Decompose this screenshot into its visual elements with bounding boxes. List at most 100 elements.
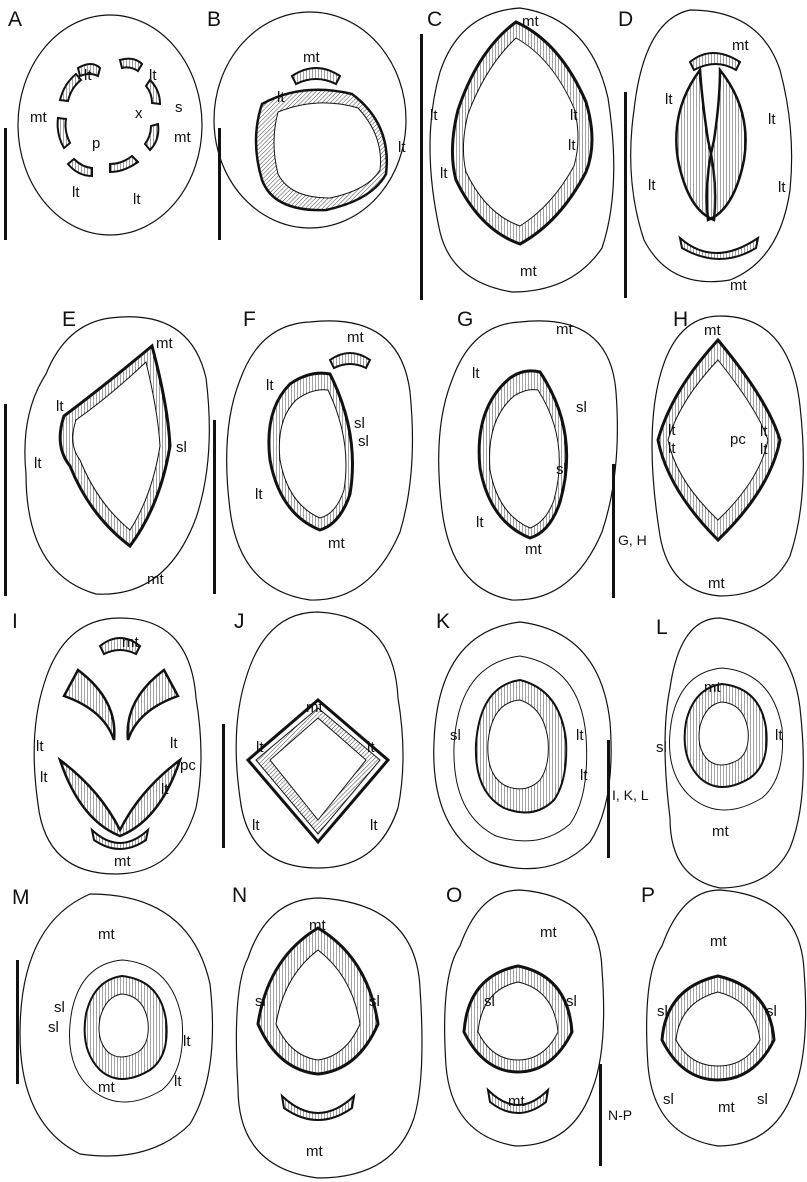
label-l-3: mt	[712, 823, 729, 840]
label-a-4: mt	[30, 109, 47, 126]
label-i-2: lt	[170, 735, 178, 752]
panel-letter-j: J	[234, 610, 245, 633]
bundle-right	[707, 70, 746, 220]
panel-letter-o: O	[446, 884, 462, 907]
scale-bar	[624, 92, 627, 298]
label-e-4: mt	[147, 571, 164, 588]
label-n-1: sl	[255, 993, 266, 1010]
label-i-3: lt	[40, 769, 48, 786]
label-f-1: lt	[266, 377, 274, 394]
label-c-3: lt	[570, 107, 578, 124]
panel-j: J mt lt lt lt lt	[222, 610, 403, 868]
label-o-0: mt	[540, 924, 557, 941]
panel-l: L I, K, L mt sl lt mt	[607, 616, 803, 888]
panel-h: H G, H mt lt lt pc lt lt mt	[612, 308, 803, 598]
scale-bar	[218, 128, 221, 240]
scale-bar	[4, 128, 7, 240]
label-i-0: mt	[122, 634, 139, 651]
bundle-lower	[60, 760, 180, 836]
label-a-7: lt	[72, 184, 80, 201]
lumen	[699, 702, 748, 765]
label-g-5: mt	[525, 541, 542, 558]
label-j-2: lt	[367, 739, 375, 756]
lumen	[274, 103, 381, 198]
panel-letter-k: K	[436, 610, 450, 633]
panel-letter-m: M	[12, 886, 30, 909]
label-h-6: mt	[708, 575, 725, 592]
label-h-5: lt	[760, 441, 768, 458]
label-c-2: lt	[440, 165, 448, 182]
scale-label-ikl: I, K, L	[612, 787, 649, 803]
panel-letter-f: F	[243, 308, 256, 331]
label-l-0: mt	[704, 679, 721, 696]
label-f-2: sl	[354, 415, 365, 432]
label-b-2: lt	[398, 139, 406, 156]
panel-letter-c: C	[427, 8, 442, 31]
label-j-3: lt	[252, 817, 260, 834]
label-a-2: s	[175, 99, 183, 116]
label-j-4: lt	[370, 817, 378, 834]
label-e-2: lt	[34, 455, 42, 472]
bundle-mt-bottom	[282, 1096, 354, 1120]
label-k-1: lt	[576, 727, 584, 744]
label-e-1: lt	[56, 398, 64, 415]
lumen	[99, 994, 148, 1057]
panel-letter-e: E	[62, 308, 76, 331]
bundle-upper-left	[64, 670, 114, 740]
bundle-ring	[58, 59, 160, 176]
scale-bar-np	[599, 1064, 602, 1166]
panel-d: D mt lt lt lt lt mt	[618, 8, 792, 298]
label-f-4: lt	[255, 486, 263, 503]
panel-f: F mt lt sl sl lt mt	[213, 308, 412, 600]
label-a-0: lt	[84, 67, 92, 84]
scale-bar	[16, 960, 19, 1084]
panel-letter-n: N	[232, 884, 247, 907]
label-a-3: x	[135, 105, 143, 122]
label-i-6: mt	[114, 853, 131, 870]
label-g-2: sl	[576, 399, 587, 416]
label-d-3: lt	[648, 177, 656, 194]
label-d-4: lt	[778, 179, 786, 196]
cell-outline	[631, 10, 792, 282]
scale-bar	[222, 724, 225, 848]
label-m-0: mt	[98, 926, 115, 943]
label-b-1: lt	[277, 89, 285, 106]
label-g-3: sl	[556, 461, 567, 478]
bundle-mt-bottom	[680, 238, 758, 259]
label-n-3: mt	[306, 1143, 323, 1160]
label-p-0: mt	[710, 933, 727, 950]
label-f-0: mt	[347, 329, 364, 346]
scale-bar	[420, 34, 423, 300]
label-k-0: sl	[450, 727, 461, 744]
panel-p: P mt sl sl sl sl mt	[641, 884, 806, 1146]
label-d-0: mt	[732, 37, 749, 54]
label-p-3: sl	[663, 1091, 674, 1108]
label-c-0: mt	[522, 13, 539, 30]
panel-letter-l: L	[656, 616, 668, 639]
label-a-6: p	[92, 135, 100, 152]
panel-a: A lt lt s x mt mt p lt lt	[4, 8, 202, 240]
label-g-1: lt	[472, 365, 480, 382]
panel-k: K sl lt lt	[434, 610, 611, 869]
label-m-4: lt	[174, 1073, 182, 1090]
label-h-0: mt	[704, 322, 721, 339]
label-o-2: sl	[566, 993, 577, 1010]
label-j-0: mt	[306, 699, 323, 716]
scale-bar	[4, 404, 7, 596]
label-d-1: lt	[665, 91, 673, 108]
bundle-mt-top	[690, 53, 740, 70]
label-k-2: lt	[580, 767, 588, 784]
label-c-5: mt	[520, 263, 537, 280]
label-n-2: sl	[369, 993, 380, 1010]
panel-letter-b: B	[207, 8, 221, 31]
label-h-2: lt	[668, 440, 676, 457]
bundle-mt-top	[330, 353, 370, 368]
label-j-1: lt	[256, 739, 264, 756]
label-p-2: sl	[766, 1003, 777, 1020]
panel-letter-a: A	[8, 8, 22, 31]
label-p-1: sl	[657, 1003, 668, 1020]
panel-i: I mt lt lt lt pc lt mt	[12, 610, 201, 874]
label-f-5: mt	[328, 535, 345, 552]
panel-letter-g: G	[457, 308, 473, 331]
